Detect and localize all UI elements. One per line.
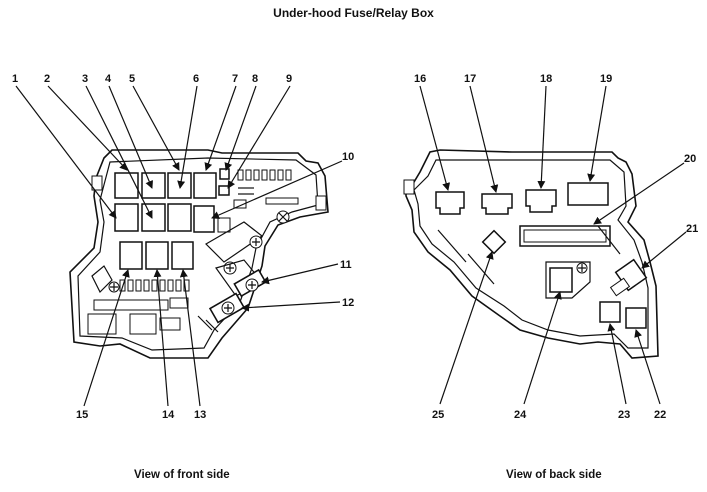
right-tab [315, 195, 327, 211]
connector [435, 191, 465, 215]
fuse-slot [265, 197, 299, 205]
fuse-strip-top [237, 169, 292, 181]
callout-18: 18 [540, 73, 552, 85]
relay-box [141, 172, 166, 199]
callout-15: 15 [76, 409, 88, 421]
fuse-strip-lower [119, 279, 190, 292]
relay-box [193, 205, 215, 233]
connector [481, 193, 513, 215]
callout-8: 8 [252, 73, 258, 85]
connector [549, 267, 573, 293]
relay-box [114, 203, 139, 232]
callout-7: 7 [232, 73, 238, 85]
callout-11: 11 [340, 259, 352, 271]
callout-21: 21 [686, 223, 698, 235]
relay-box [141, 203, 166, 232]
mini-relay [625, 307, 647, 329]
callout-4: 4 [105, 73, 112, 85]
callout-3: 3 [82, 73, 88, 85]
callout-12: 12 [342, 297, 354, 309]
callout-20: 20 [684, 153, 696, 165]
mini-relay [599, 301, 621, 323]
diamond-relay [481, 229, 507, 255]
relay-box [114, 172, 139, 199]
connector [567, 182, 609, 206]
relay-box [171, 241, 194, 270]
callout-10: 10 [342, 151, 354, 163]
callout-25: 25 [432, 409, 444, 421]
back-view [403, 149, 659, 359]
back-housing-inner [413, 159, 649, 349]
front-view [69, 149, 329, 359]
relay-box [167, 172, 192, 199]
back-callout-labels: 16 17 18 19 20 21 22 23 24 25 [414, 73, 698, 421]
callout-22: 22 [654, 409, 666, 421]
small-fuse [218, 185, 230, 196]
callout-2: 2 [44, 73, 50, 85]
callout-19: 19 [600, 73, 612, 85]
bus-plate [205, 221, 264, 263]
callout-13: 13 [194, 409, 206, 421]
fuse-slot [93, 299, 169, 311]
relay-box [193, 172, 217, 199]
connector [525, 189, 557, 213]
callout-17: 17 [464, 73, 476, 85]
relay-box [145, 241, 169, 270]
small-fuse [219, 168, 230, 180]
front-leaders [15, 85, 343, 407]
callout-14: 14 [162, 409, 175, 421]
back-view-caption: View of back side [506, 469, 602, 481]
back-leaders [419, 85, 687, 405]
callout-16: 16 [414, 73, 426, 85]
left-tab [403, 179, 415, 195]
callout-1: 1 [12, 73, 18, 85]
callout-24: 24 [514, 409, 527, 421]
callout-5: 5 [129, 73, 135, 85]
callout-9: 9 [286, 73, 292, 85]
callout-23: 23 [618, 409, 630, 421]
front-view-caption: View of front side [134, 469, 230, 481]
front-callout-labels: 1 2 3 4 5 6 7 8 9 10 11 12 13 14 15 [12, 73, 354, 421]
callout-6: 6 [193, 73, 199, 85]
diagram-title: Under-hood Fuse/Relay Box [273, 6, 434, 20]
relay-box [119, 241, 143, 270]
relay-box [167, 203, 192, 232]
left-tab [91, 175, 103, 191]
